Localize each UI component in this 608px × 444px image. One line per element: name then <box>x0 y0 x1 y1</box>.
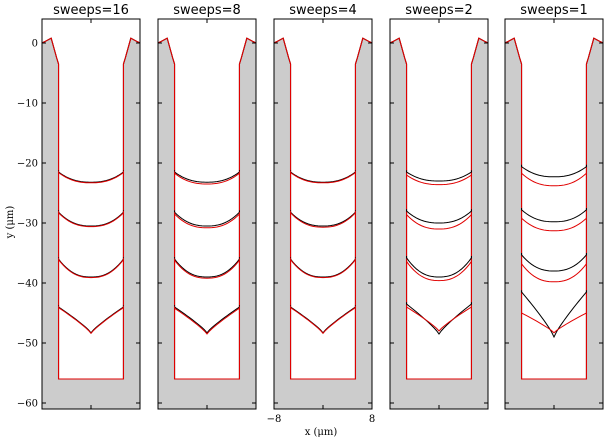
result-boundary-line <box>157 37 257 380</box>
substrate-fill <box>505 19 603 409</box>
reference-front-4 <box>406 302 472 335</box>
x-tick-label: −8 <box>267 414 282 425</box>
panel-5: sweeps=1 <box>504 3 604 410</box>
x-tick-label: 8 <box>369 414 375 425</box>
result-front-1 <box>521 171 587 187</box>
reference-front-1 <box>174 170 240 183</box>
x-axis-label: x (μm) <box>305 427 338 438</box>
reference-front-1 <box>58 170 124 183</box>
panel-title: sweeps=4 <box>289 3 357 18</box>
result-front-4 <box>58 305 124 335</box>
result-front-3 <box>290 257 356 279</box>
reference-front-2 <box>58 210 124 227</box>
y-tick-label: −30 <box>17 219 38 230</box>
reference-front-3 <box>174 257 240 278</box>
panel-3: sweeps=4 −8 8 <box>267 3 376 425</box>
substrate-fill <box>42 19 140 409</box>
substrate-fill <box>158 19 256 409</box>
panel-title: sweeps=8 <box>173 3 241 18</box>
reference-front-3 <box>58 257 124 278</box>
result-boundary-line <box>389 37 489 380</box>
reference-front-1 <box>406 170 472 182</box>
reference-front-4 <box>58 305 124 334</box>
result-front-3 <box>58 257 124 279</box>
panel-title: sweeps=16 <box>53 3 129 18</box>
result-front-4 <box>290 305 356 335</box>
reference-front-3 <box>290 257 356 278</box>
result-front-3 <box>174 258 240 279</box>
reference-front-4 <box>174 305 240 334</box>
result-front-2 <box>406 212 472 230</box>
result-front-2 <box>290 211 356 228</box>
reference-front-2 <box>174 210 240 227</box>
result-front-3 <box>406 259 472 282</box>
reference-front-1 <box>521 164 587 178</box>
reference-front-3 <box>406 256 472 278</box>
reference-front-2 <box>290 210 356 227</box>
reference-front-4 <box>521 290 587 339</box>
panel-title: sweeps=2 <box>405 3 473 18</box>
result-front-1 <box>174 171 240 185</box>
y-tick-label: −20 <box>17 159 38 170</box>
y-axis-label: y (μm) <box>5 206 16 240</box>
result-boundary-line <box>41 37 141 380</box>
panel-2: sweeps=8 <box>157 3 257 410</box>
result-front-2 <box>58 211 124 228</box>
panel-title: sweeps=1 <box>520 3 588 18</box>
reference-front-2 <box>521 208 587 223</box>
result-front-4 <box>406 305 472 332</box>
result-front-2 <box>174 212 240 229</box>
result-front-2 <box>521 216 587 232</box>
y-tick-label: −60 <box>17 399 38 410</box>
result-front-4 <box>521 311 587 334</box>
result-front-1 <box>58 170 124 184</box>
result-front-1 <box>290 170 356 184</box>
reference-front-1 <box>290 170 356 183</box>
result-boundary-line <box>504 37 604 380</box>
result-front-1 <box>406 173 472 186</box>
substrate-fill <box>274 19 372 409</box>
result-boundary-line <box>273 37 373 380</box>
y-tick-label: −50 <box>17 339 38 350</box>
substrate-fill <box>390 19 488 409</box>
reference-front-2 <box>406 209 472 224</box>
result-front-4 <box>174 306 240 335</box>
y-tick-label: −40 <box>17 279 38 290</box>
reference-front-3 <box>521 253 587 272</box>
panel-4: sweeps=2 <box>389 3 489 410</box>
y-tick-label: 0 <box>32 39 38 50</box>
result-front-3 <box>521 262 587 283</box>
panel-1: sweeps=16 0 −10 −20 −30 −40 −50 −60 <box>17 3 141 410</box>
reference-front-4 <box>290 305 356 334</box>
panels-group: sweeps=16 0 −10 −20 −30 −40 −50 −60 sweeps=8 swee… <box>17 3 604 425</box>
y-tick-label: −10 <box>17 99 38 110</box>
